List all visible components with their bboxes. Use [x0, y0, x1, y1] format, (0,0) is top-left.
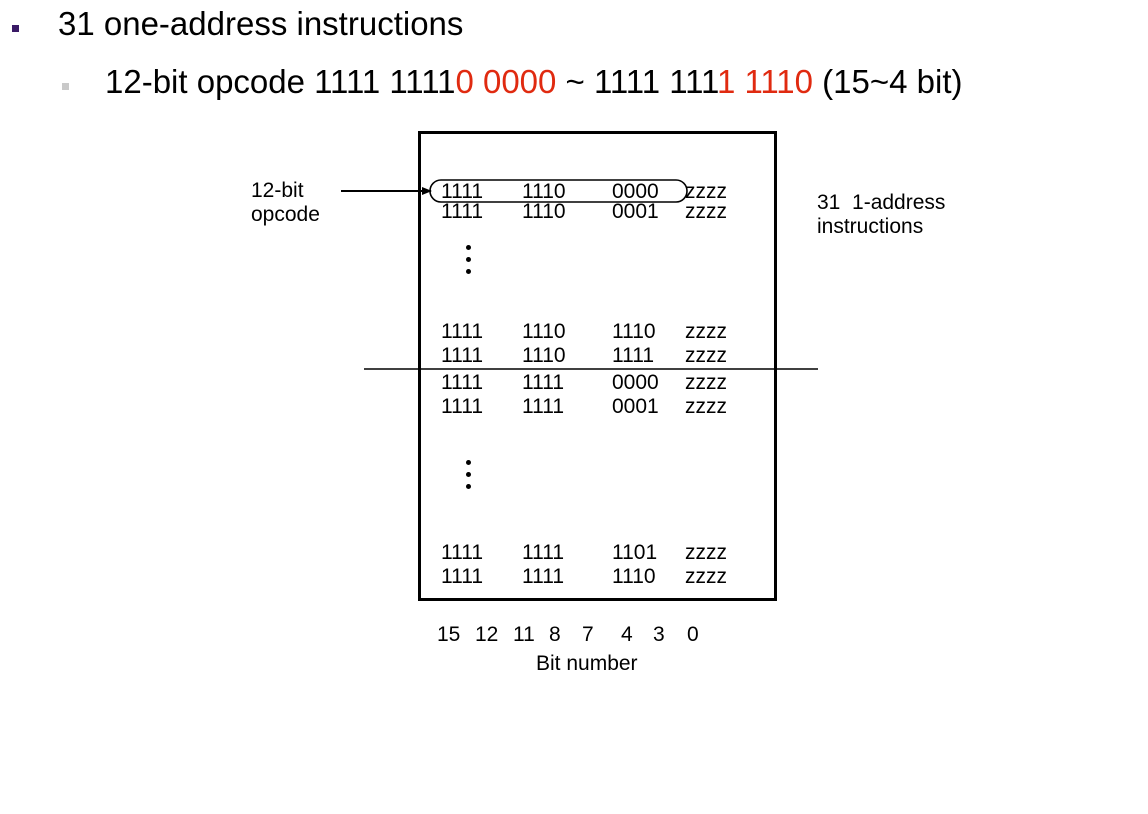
opcode-label-line1: 12-bit [251, 179, 304, 202]
table-row: 1111 1110 1111 zzzz [441, 345, 727, 450]
bits-7-4: 0000 [612, 371, 659, 394]
bits-15-12: 1111 [441, 344, 484, 367]
bullet-marker-level1 [12, 25, 19, 32]
bit-number-tick: 15 [437, 623, 461, 646]
ellipsis-dots [466, 245, 472, 281]
bits-11-8: 1111 [522, 541, 565, 564]
bits-3-0: zzzz [685, 180, 727, 203]
opcode-range-prefix: 12-bit opcode 1111 1111 [105, 63, 456, 100]
diagram-overlay [341, 179, 818, 370]
bullet-text-level2: 12-bit opcode 1111 11110 0000 ~ 1111 111… [105, 60, 963, 104]
bit-number-tick: 3 [653, 623, 665, 646]
bits-11-8: 1110 [522, 344, 566, 367]
table-row: 1111 1110 1110 zzzz [441, 321, 727, 426]
table-row: 1111 1110 0000 zzzz [441, 181, 727, 286]
bits-3-0: zzzz [685, 371, 727, 394]
bits-11-8: 1110 [522, 180, 566, 203]
table-row: 1111 1111 0001 zzzz [441, 396, 727, 501]
bit-number-tick: 0 [687, 623, 699, 646]
bits-7-4: 1110 [612, 565, 656, 588]
bits-3-0: zzzz [685, 344, 727, 367]
bits-15-12: 1111 [441, 565, 484, 588]
bits-15-12: 1111 [441, 200, 484, 223]
bits-15-12: 1111 [441, 395, 484, 418]
bit-number-tick: 4 [621, 623, 633, 646]
opcode-range-highlight-end: 1 1110 [716, 63, 813, 100]
bits-11-8: 1110 [522, 200, 566, 223]
bits-11-8: 1111 [522, 371, 565, 394]
ellipsis-dots [466, 460, 472, 496]
bits-3-0: zzzz [685, 541, 727, 564]
table-row: 1111 1111 0000 zzzz [441, 372, 727, 477]
instructions-count-label-line1: 31 1-address [817, 191, 946, 214]
table-row: 1111 1111 1101 zzzz [441, 542, 727, 647]
bits-7-4: 0001 [612, 395, 659, 418]
bits-11-8: 1111 [522, 395, 565, 418]
bit-number-tick: 11 [513, 623, 535, 646]
bits-3-0: zzzz [685, 565, 727, 588]
bits-15-12: 1111 [441, 320, 484, 343]
instruction-table-box [418, 131, 777, 601]
bits-15-12: 1111 [441, 180, 484, 203]
bullet-marker-level2 [62, 83, 69, 90]
bits-7-4: 0000 [612, 180, 659, 203]
bullet-text-level1: 31 one-address instructions [58, 5, 464, 42]
bits-7-4: 1101 [612, 541, 658, 564]
bits-3-0: zzzz [685, 320, 727, 343]
instructions-count-label-line2: instructions [817, 215, 924, 238]
bits-3-0: zzzz [685, 200, 727, 223]
opcode-label-line2: opcode [251, 203, 320, 226]
bit-number-scale: 15 12 11 8 7 4 3 0 [437, 624, 699, 813]
bits-15-12: 1111 [441, 541, 484, 564]
table-row: 1111 1111 1110 zzzz [441, 566, 727, 671]
bits-7-4: 0001 [612, 200, 659, 223]
opcode-highlight-ellipse [429, 179, 688, 203]
bit-number-tick: 8 [549, 623, 561, 646]
bit-number-tick: 12 [475, 623, 499, 646]
bit-number-axis-title: Bit number [536, 652, 638, 675]
table-row: 1111 1110 0001 zzzz [441, 201, 727, 306]
bits-7-4: 1111 [612, 344, 655, 367]
opcode-range-highlight-start: 0 0000 [455, 63, 557, 100]
bits-11-8: 1110 [522, 320, 566, 343]
bits-3-0: zzzz [685, 395, 727, 418]
opcode-range-middle: ~ 1111 111 [556, 63, 717, 100]
bits-7-4: 1110 [612, 320, 656, 343]
bit-number-tick: 7 [582, 623, 594, 646]
bits-15-12: 1111 [441, 371, 484, 394]
opcode-range-suffix: (15~4 bit) [813, 63, 963, 100]
bits-11-8: 1111 [522, 565, 565, 588]
